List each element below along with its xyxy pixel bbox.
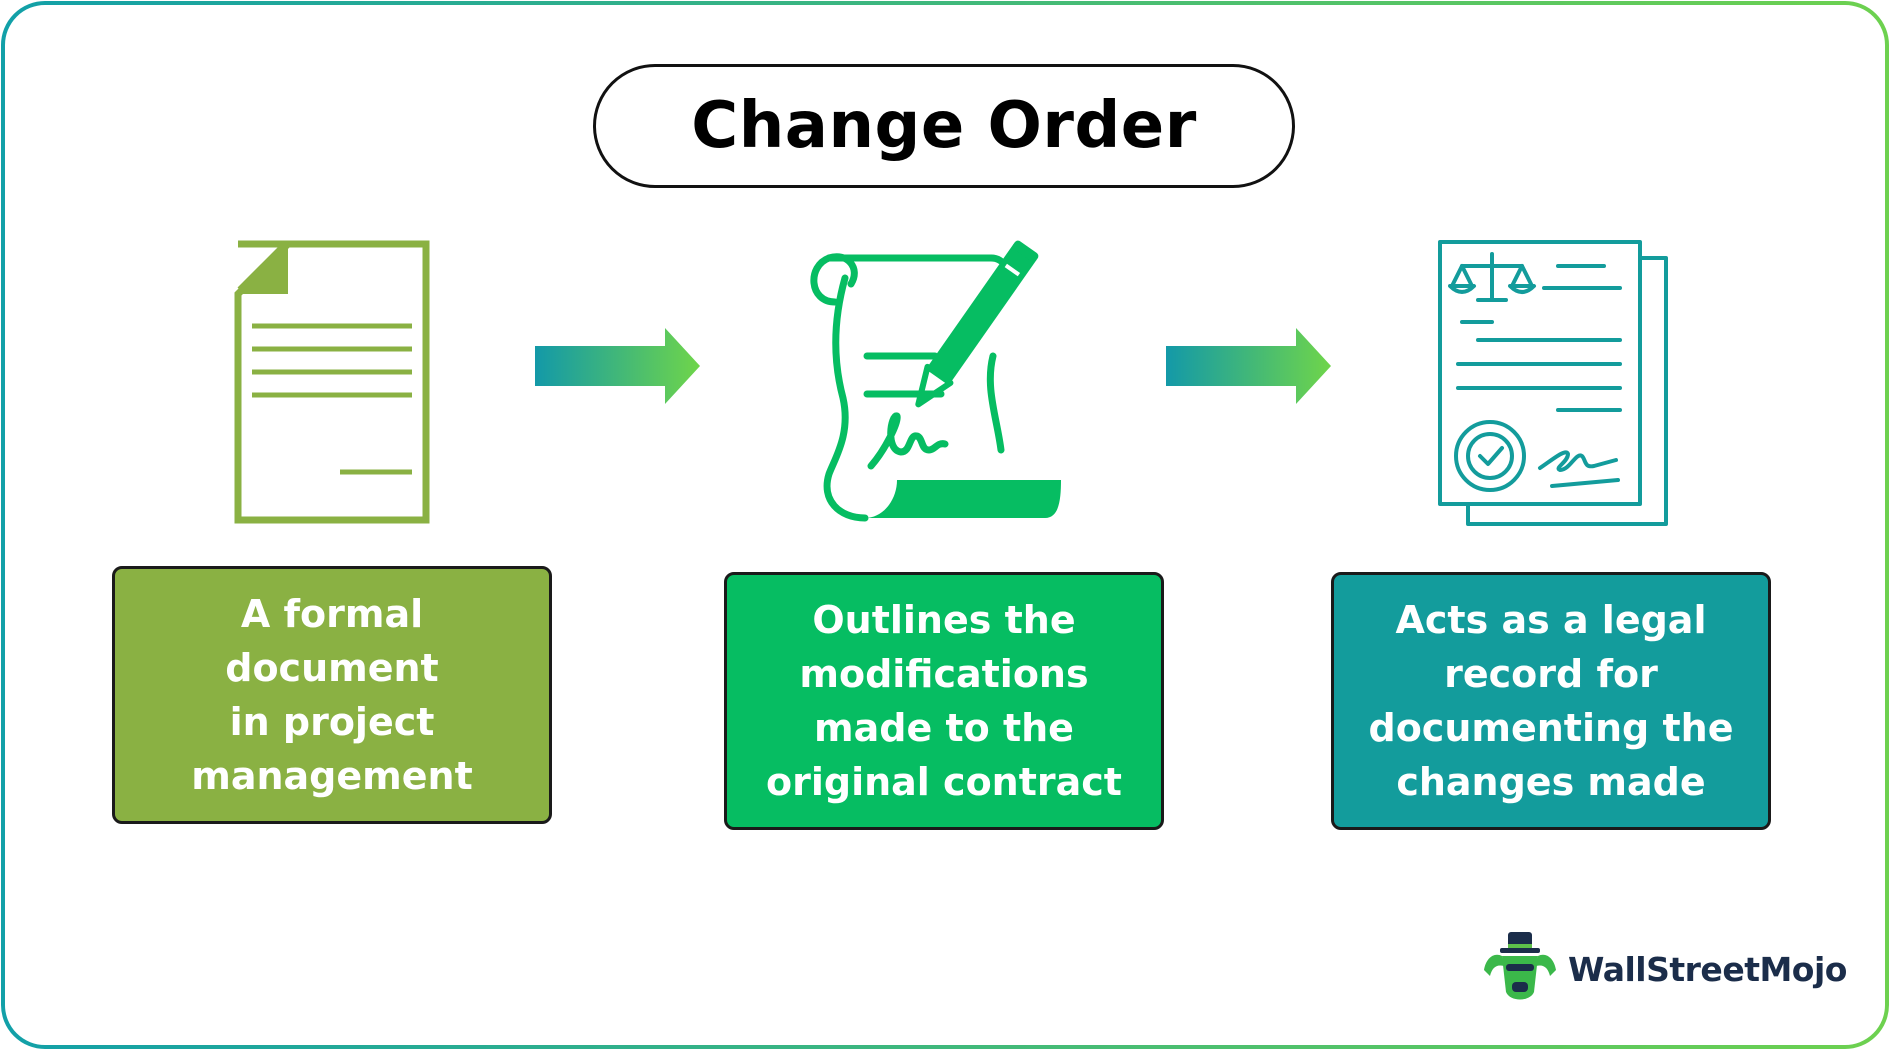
step-text-line: management: [191, 754, 473, 798]
step-text-line: in project: [229, 700, 435, 744]
legal-document-icon: [1438, 240, 1668, 526]
title-pill: Change Order: [593, 64, 1295, 188]
document-icon: [234, 240, 430, 524]
step-text-line: changes made: [1396, 760, 1706, 804]
step-card-2: Outlines the modifications made to the o…: [724, 572, 1164, 830]
step-text-line: made to the: [814, 706, 1074, 750]
diagram-title: Change Order: [691, 89, 1197, 163]
step-text-line: Outlines the: [812, 598, 1076, 642]
step-text-line: documenting the: [1368, 706, 1734, 750]
mascot-logo-icon: [1484, 932, 1556, 1000]
arrow-right-icon: [535, 328, 700, 404]
arrow-right-icon: [1166, 328, 1331, 404]
brand-logo: WallStreetMojo: [1480, 930, 1847, 1008]
step-text-line: record for: [1444, 652, 1658, 696]
signed-scroll-icon: [810, 240, 1061, 522]
step-text-line: original contract: [766, 760, 1122, 804]
brand-name: WallStreetMojo: [1568, 949, 1847, 989]
step-text-line: A formal document: [225, 592, 439, 690]
step-text-line: modifications: [799, 652, 1089, 696]
step-card-3: Acts as a legal record for documenting t…: [1331, 572, 1771, 830]
step-card-1: A formal document in project management: [112, 566, 552, 824]
step-text-line: Acts as a legal: [1395, 598, 1707, 642]
